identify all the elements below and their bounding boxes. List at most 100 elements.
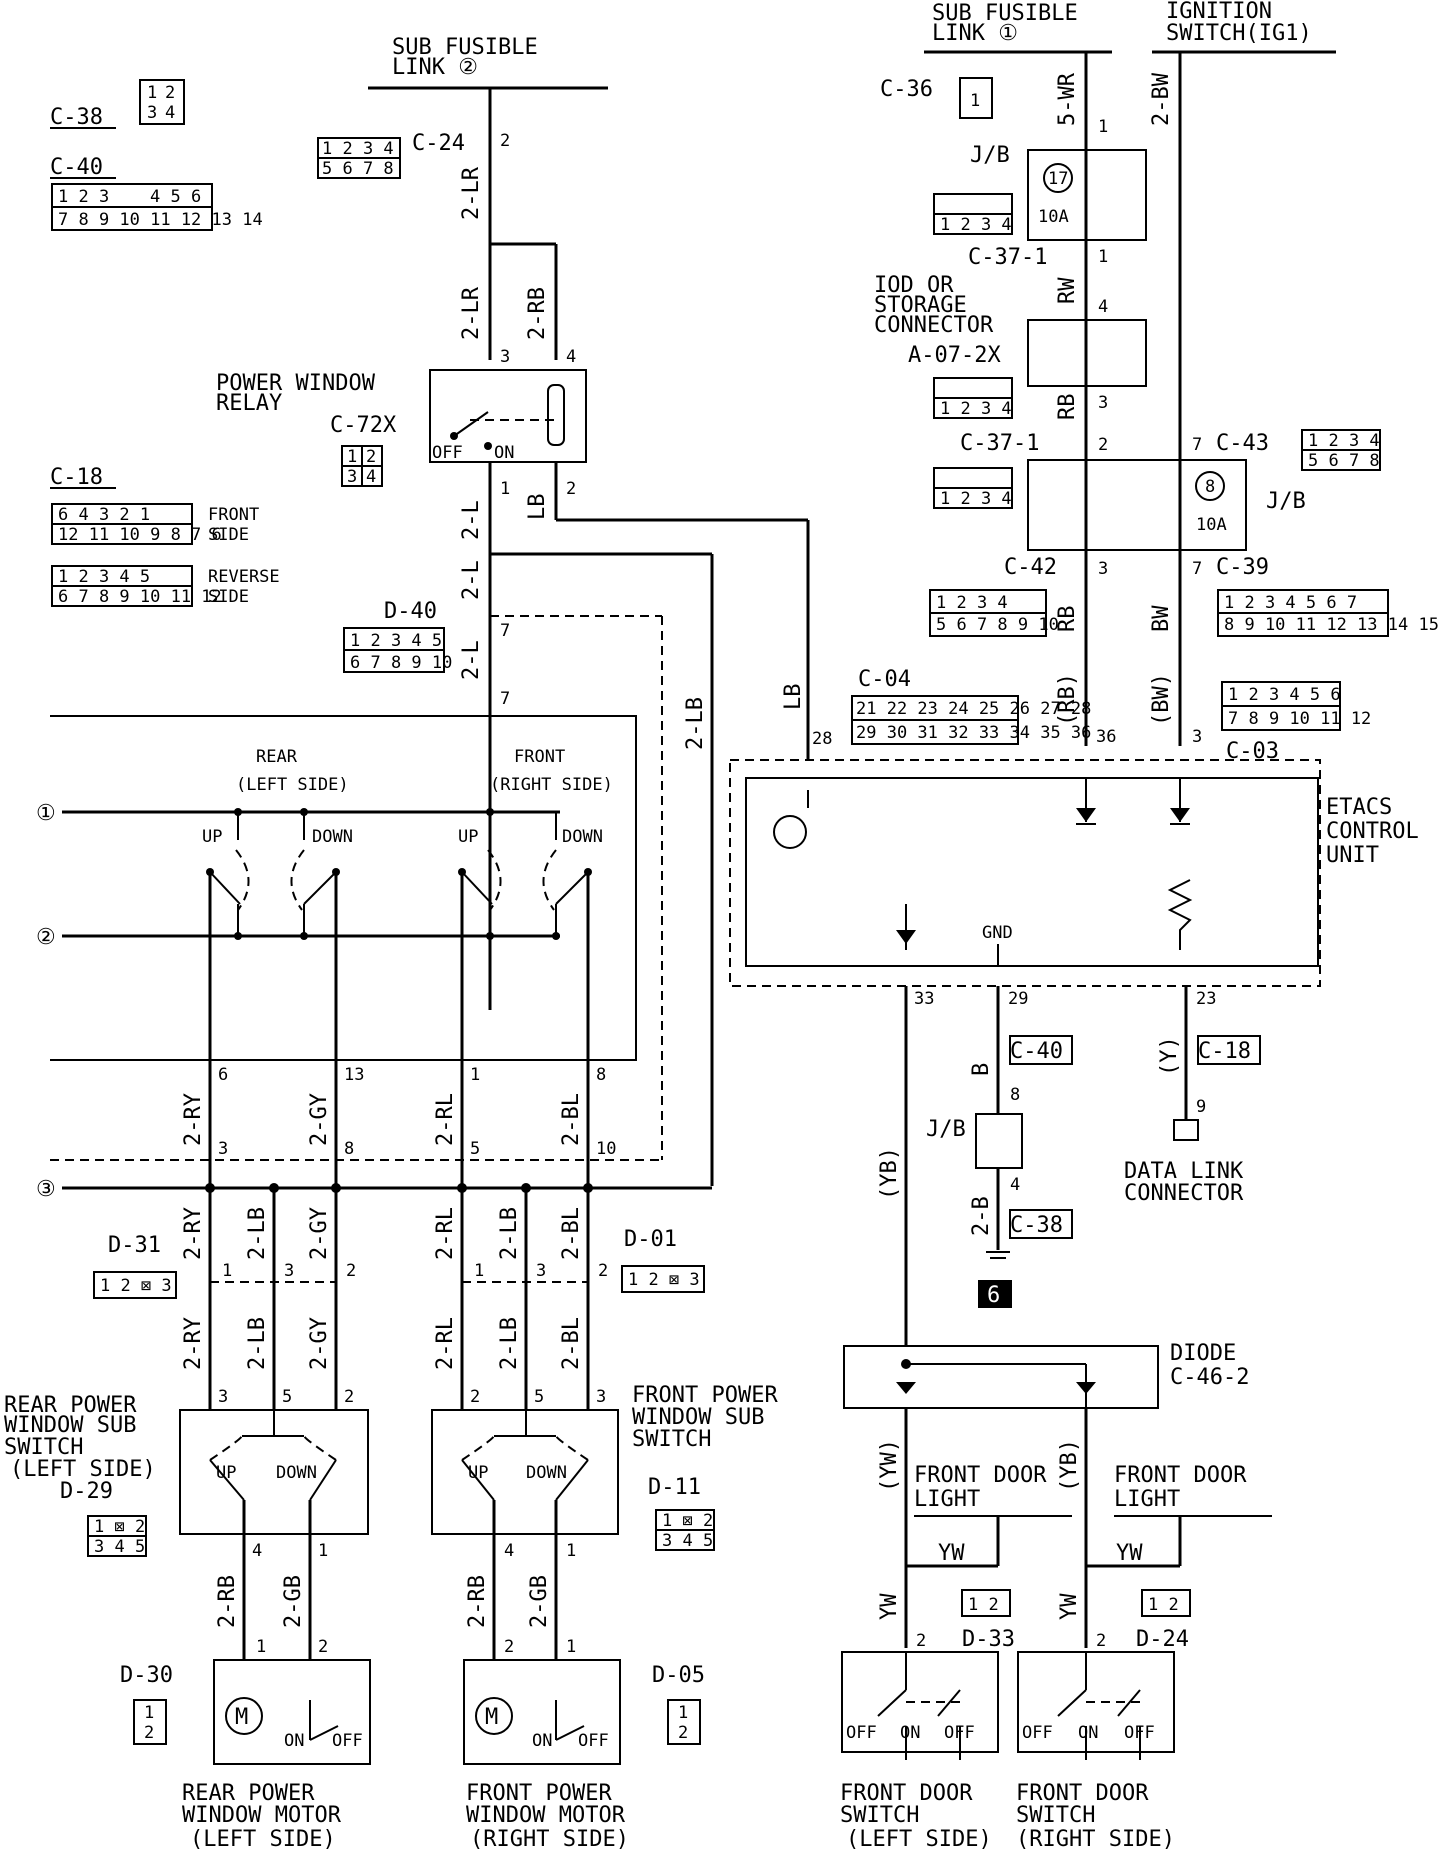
connector-c04: C-04 21 22 23 24 25 26 27 28 29 30 31 32… bbox=[851, 667, 1091, 745]
svg-text:DOWN: DOWN bbox=[312, 827, 353, 847]
svg-text:D-31: D-31 bbox=[108, 1233, 161, 1258]
rear-sub-switch-label: REAR POWER WINDOW SUB SWITCH (LEFT SIDE)… bbox=[4, 1393, 156, 1504]
jb-fuse-17: J/B 17 10A bbox=[970, 143, 1147, 241]
connector-d31: D-31 1 2 ⊠ 3 bbox=[93, 1233, 177, 1299]
matrix-output-wires bbox=[205, 872, 593, 1410]
circle-1: ① bbox=[36, 801, 56, 826]
rear-up-down-switches: UP DOWN bbox=[202, 808, 353, 940]
svg-text:(YB): (YB) bbox=[877, 1147, 902, 1200]
svg-text:2-GY: 2-GY bbox=[307, 1093, 332, 1146]
connector-c18: C-18 6 4 3 2 1 12 11 10 9 8 7 6 FRONT SI… bbox=[50, 465, 280, 607]
svg-text:RB: RB bbox=[1055, 394, 1080, 421]
svg-text:1 2: 1 2 bbox=[1148, 1595, 1179, 1615]
power-window-relay: OFF ON bbox=[429, 369, 587, 463]
circle-2: ② bbox=[36, 925, 56, 950]
svg-text:C-46-2: C-46-2 bbox=[1170, 1365, 1249, 1390]
front-motor-label: FRONT POWER WINDOW MOTOR (RIGHT SIDE) bbox=[466, 1781, 629, 1852]
svg-text:2-L: 2-L bbox=[459, 560, 484, 600]
front-sub-switch-label: FRONT POWER WINDOW SUB SWITCH bbox=[632, 1383, 778, 1452]
connector-c39: 1 2 3 4 5 6 7 8 9 10 11 12 13 14 15 16 bbox=[1217, 589, 1440, 637]
svg-text:23: 23 bbox=[1196, 989, 1216, 1009]
svg-text:IOD OR: IOD OR bbox=[874, 273, 954, 298]
rear-left-label: REAR (LEFT SIDE) bbox=[236, 747, 349, 795]
connector-c24: 1 2 3 4 5 6 7 8 C-24 bbox=[317, 131, 465, 179]
svg-text:8 9 10 11 12 13 14 15 16: 8 9 10 11 12 13 14 15 16 bbox=[1224, 615, 1440, 635]
svg-text:7 8 9 10 11 12 13 14: 7 8 9 10 11 12 13 14 bbox=[58, 210, 263, 230]
svg-text:J/B: J/B bbox=[970, 143, 1010, 168]
ignition-switch-label: IGNITION SWITCH(IG1) bbox=[1166, 0, 1312, 46]
svg-text:C-72X: C-72X bbox=[330, 413, 397, 438]
svg-text:10A: 10A bbox=[1038, 207, 1069, 227]
connector-d29: 1 ⊠ 2 3 4 5 bbox=[87, 1515, 147, 1557]
connector-d33: 1 2 D-33 bbox=[961, 1589, 1015, 1652]
svg-text:OFF: OFF bbox=[432, 443, 463, 463]
svg-text:2: 2 bbox=[318, 1637, 328, 1657]
front-door-switch-right-label: FRONT DOOR SWITCH (RIGHT SIDE) bbox=[1016, 1781, 1175, 1852]
svg-text:4: 4 bbox=[252, 1541, 262, 1561]
connector-c37-1-mid: 1 2 3 4 bbox=[933, 467, 1013, 509]
matrix-pin-labels: 6 13 1 8 2-RY 2-GY 2-RL 2-BL 3 8 5 10 bbox=[181, 1065, 616, 1159]
svg-text:12 11 10 9 8 7 6: 12 11 10 9 8 7 6 bbox=[58, 525, 222, 545]
svg-text:2-LB: 2-LB bbox=[683, 697, 708, 750]
svg-text:2: 2 bbox=[678, 1723, 688, 1743]
svg-text:3: 3 bbox=[500, 347, 510, 367]
svg-text:(LEFT SIDE): (LEFT SIDE) bbox=[846, 1827, 992, 1852]
svg-text:3: 3 bbox=[1192, 727, 1202, 747]
svg-text:FRONT DOOR: FRONT DOOR bbox=[914, 1463, 1047, 1488]
svg-text:C-24: C-24 bbox=[412, 131, 465, 156]
svg-text:6 7 8 9 10 11 12: 6 7 8 9 10 11 12 bbox=[58, 587, 222, 607]
connector-d40: D-40 1 2 3 4 5 6 7 8 9 10 bbox=[343, 599, 452, 673]
svg-text:6: 6 bbox=[218, 1065, 228, 1085]
rear-sub-switch: UP DOWN bbox=[179, 1409, 369, 1660]
connector-d05: D-05 12 bbox=[652, 1663, 705, 1745]
svg-text:D-40: D-40 bbox=[384, 599, 437, 624]
rear-motor-label: REAR POWER WINDOW MOTOR (LEFT SIDE) bbox=[182, 1781, 342, 1852]
svg-text:FRONT: FRONT bbox=[514, 747, 565, 767]
svg-text:D-29: D-29 bbox=[60, 1479, 113, 1504]
svg-text:6 4 3 2 1: 6 4 3 2 1 bbox=[58, 505, 150, 525]
svg-text:13: 13 bbox=[344, 1065, 364, 1085]
jb-b: J/B bbox=[926, 1113, 1023, 1169]
svg-text:1 2 3 4 5 6: 1 2 3 4 5 6 bbox=[1228, 685, 1341, 705]
svg-text:2-RL: 2-RL bbox=[433, 1093, 458, 1146]
svg-text:2: 2 bbox=[598, 1261, 608, 1281]
svg-text:7: 7 bbox=[500, 621, 510, 641]
svg-text:(YW): (YW) bbox=[877, 1439, 902, 1492]
svg-text:8: 8 bbox=[1010, 1085, 1020, 1105]
svg-text:C-38: C-38 bbox=[1010, 1213, 1063, 1238]
svg-text:SIDE: SIDE bbox=[208, 525, 249, 545]
svg-text:1 2 ⊠ 3: 1 2 ⊠ 3 bbox=[628, 1270, 700, 1290]
svg-text:C-40: C-40 bbox=[50, 155, 103, 180]
front-power-window-motor: M ON OFF bbox=[463, 1659, 621, 1765]
c37-1-label-top: C-37-1 bbox=[968, 245, 1047, 270]
circle-3: ③ bbox=[36, 1177, 56, 1202]
svg-text:1: 1 bbox=[678, 1703, 688, 1723]
jb-fuse-8: 8 10A J/B bbox=[1027, 459, 1306, 551]
svg-text:1 2 3 4: 1 2 3 4 bbox=[1308, 431, 1380, 451]
svg-text:2-LB: 2-LB bbox=[245, 1207, 270, 1260]
svg-text:2: 2 bbox=[500, 131, 510, 151]
svg-text:2-LB: 2-LB bbox=[497, 1317, 522, 1370]
main-switch-frame bbox=[50, 715, 637, 1061]
svg-text:REAR: REAR bbox=[256, 747, 298, 767]
svg-text:UNIT: UNIT bbox=[1326, 843, 1379, 868]
svg-text:SUB FUSIBLE: SUB FUSIBLE bbox=[932, 1, 1078, 26]
svg-text:2-LR: 2-LR bbox=[459, 166, 484, 220]
etacs-label: ETACS CONTROL UNIT bbox=[1326, 795, 1419, 868]
rear-power-window-motor: M ON OFF bbox=[213, 1659, 371, 1765]
svg-text:3: 3 bbox=[284, 1261, 294, 1281]
svg-text:3 4 5: 3 4 5 bbox=[662, 1531, 713, 1551]
svg-text:SWITCH: SWITCH bbox=[1016, 1803, 1095, 1828]
data-link-connector-label: DATA LINK CONNECTOR bbox=[1124, 1159, 1244, 1206]
svg-text:2: 2 bbox=[916, 1631, 926, 1651]
svg-text:5: 5 bbox=[470, 1139, 480, 1159]
svg-text:10: 10 bbox=[596, 1139, 616, 1159]
svg-text:2-RL: 2-RL bbox=[433, 1317, 458, 1370]
svg-text:5 6 7 8 9 10: 5 6 7 8 9 10 bbox=[936, 615, 1059, 635]
svg-text:UP: UP bbox=[468, 1463, 488, 1483]
svg-text:2: 2 bbox=[144, 1723, 154, 1743]
c42-label: C-42 bbox=[1004, 555, 1057, 580]
svg-text:2-LB: 2-LB bbox=[497, 1207, 522, 1260]
connector-d11: D-11 1 ⊠ 2 3 4 5 bbox=[648, 1475, 715, 1551]
